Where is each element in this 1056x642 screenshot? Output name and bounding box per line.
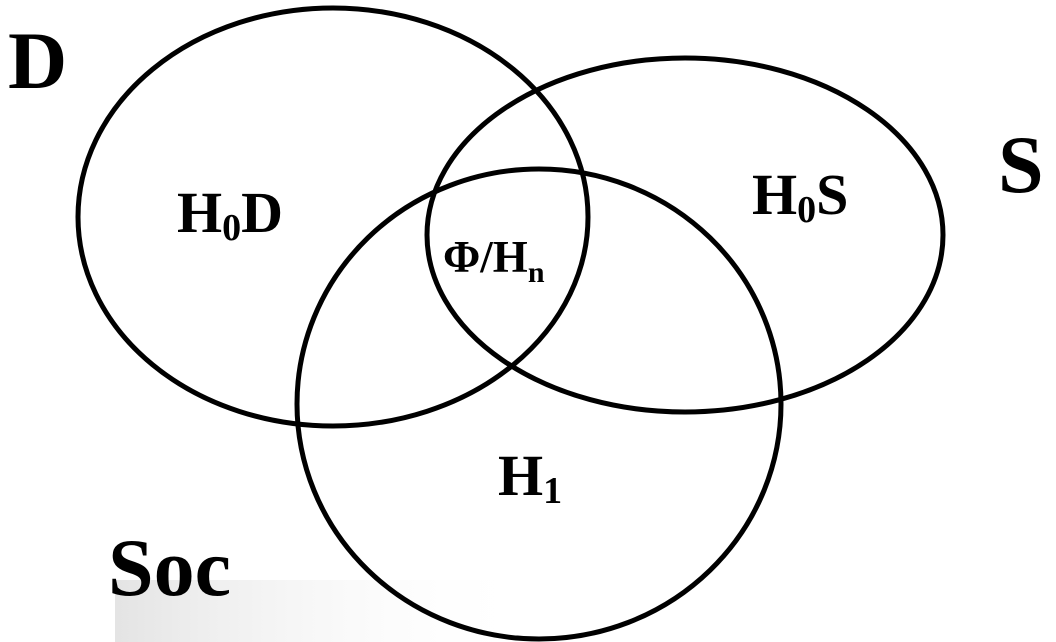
circle-d (75, 5, 591, 429)
set-label-d: D (8, 15, 67, 106)
set-label-s: S (998, 119, 1044, 210)
region-label-phi-hn: Φ/Hn (443, 232, 545, 289)
region-label-h0d: H0D (177, 180, 283, 249)
circle-s (424, 55, 946, 415)
set-label-soc: Soc (108, 522, 231, 613)
circle-soc (294, 166, 784, 642)
region-label-h1: H1 (498, 443, 562, 512)
background-shadow-strip (115, 580, 535, 642)
region-label-h0s: H0S (752, 162, 848, 231)
